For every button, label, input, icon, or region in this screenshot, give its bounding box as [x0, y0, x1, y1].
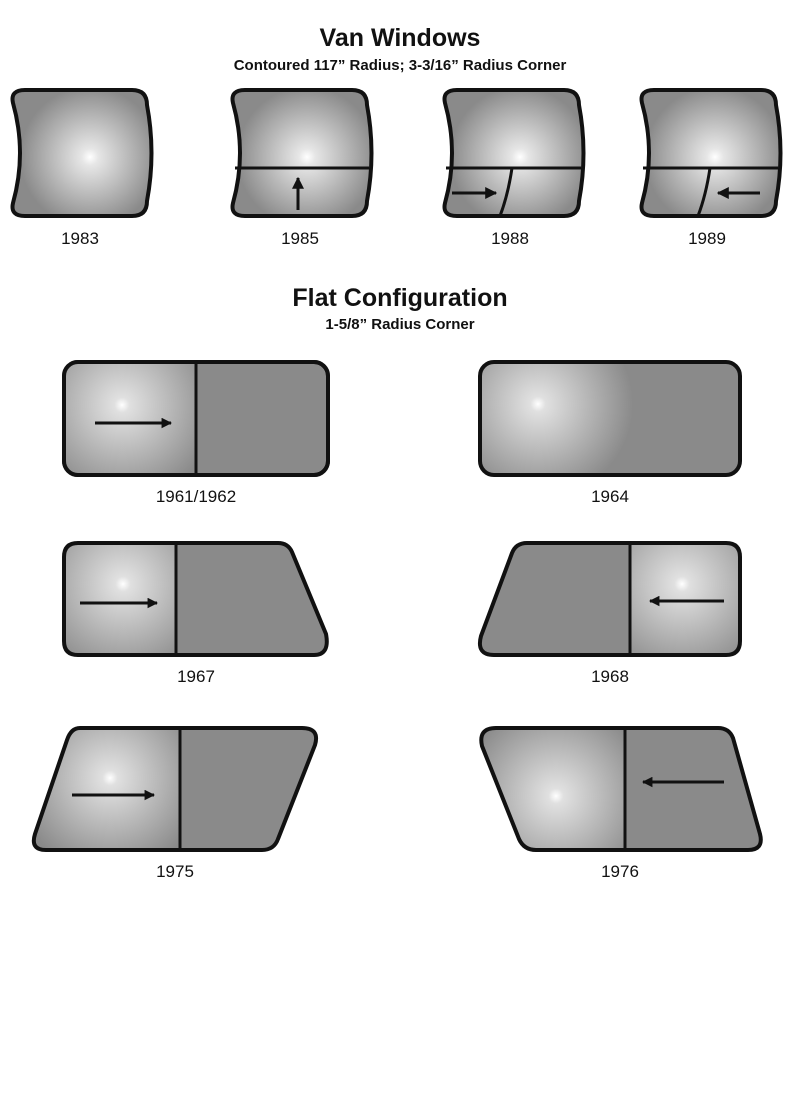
van-windows-subtitle: Contoured 117” Radius; 3-3/16” Radius Co… [233, 57, 567, 74]
year-label-1985: 1985 [281, 229, 319, 248]
year-label-1975: 1975 [156, 862, 194, 881]
year-label-1983: 1983 [61, 229, 99, 248]
year-label-1988: 1988 [491, 229, 529, 248]
window-1983 [10, 88, 154, 218]
window-1989 [639, 88, 783, 218]
window-1968 [477, 541, 742, 657]
flat-configuration-subtitle: 1-5/8” Radius Corner [325, 316, 475, 333]
van-windows-title: Van Windows [319, 24, 481, 52]
year-label-1967: 1967 [177, 667, 215, 686]
window-1967 [62, 541, 329, 657]
year-label-1961-1962: 1961/1962 [155, 487, 237, 506]
van-windows-diagrams [10, 88, 783, 218]
year-label-1976: 1976 [601, 862, 639, 881]
window-1976 [479, 726, 763, 852]
window-1961-1962 [62, 360, 330, 477]
year-label-1968: 1968 [591, 667, 629, 686]
year-label-1964: 1964 [591, 487, 629, 506]
year-label-1989: 1989 [688, 229, 726, 248]
window-1988 [442, 88, 586, 218]
window-1985 [230, 88, 374, 218]
flat-configuration-title: Flat Configuration [292, 284, 508, 312]
window-1975 [31, 726, 319, 852]
window-1964 [478, 360, 742, 477]
